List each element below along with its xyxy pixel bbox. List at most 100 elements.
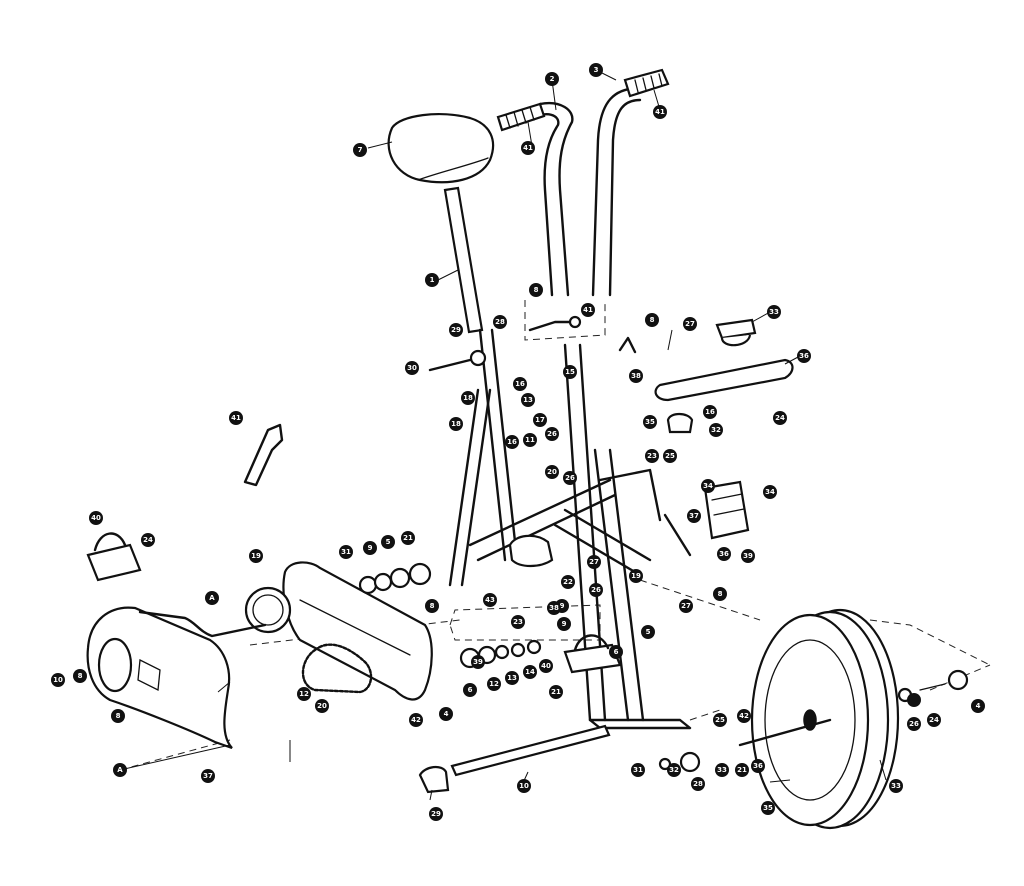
svg-text:8: 8 [116, 712, 121, 720]
svg-text:23: 23 [647, 452, 657, 460]
svg-text:31: 31 [341, 548, 351, 556]
svg-text:39: 39 [743, 552, 753, 560]
svg-text:32: 32 [711, 426, 721, 434]
callout: 35 [761, 801, 775, 815]
callout: 24 [773, 411, 787, 425]
svg-text:41: 41 [655, 108, 665, 116]
callout: 13 [505, 671, 519, 685]
svg-text:25: 25 [715, 716, 725, 724]
callout: 34 [763, 485, 777, 499]
callout: 9 [363, 541, 377, 555]
svg-text:30: 30 [407, 364, 417, 372]
callout: 33 [715, 763, 729, 777]
svg-text:22: 22 [563, 578, 573, 586]
svg-text:26: 26 [547, 430, 557, 438]
flywheel [738, 608, 900, 830]
svg-text:8: 8 [650, 316, 655, 324]
callout: 8 [425, 599, 439, 613]
callout: 12 [487, 677, 501, 691]
pedal-right [563, 634, 622, 674]
callout: 25 [713, 713, 727, 727]
svg-text:27: 27 [589, 558, 599, 566]
callout: 13 [521, 393, 535, 407]
brake-assembly [663, 480, 750, 557]
callout: 39 [741, 549, 755, 563]
callout: 28 [493, 315, 507, 329]
callout: 42 [737, 709, 751, 723]
callout: 28 [691, 777, 705, 791]
svg-text:27: 27 [685, 320, 695, 328]
callout: 27 [679, 599, 693, 613]
svg-text:26: 26 [909, 720, 919, 728]
callout: 33 [767, 305, 781, 319]
callout: 33 [889, 779, 903, 793]
callout: 41 [653, 105, 667, 119]
svg-text:24: 24 [929, 716, 939, 724]
svg-text:9: 9 [368, 544, 373, 552]
stabilizer-tube [418, 724, 611, 794]
svg-text:41: 41 [231, 414, 241, 422]
svg-text:4: 4 [444, 710, 449, 718]
callout: 5 [381, 535, 395, 549]
callout: 25 [663, 449, 677, 463]
svg-text:38: 38 [549, 604, 559, 612]
svg-text:33: 33 [891, 782, 901, 790]
callout: 15 [563, 365, 577, 379]
callout: 24 [141, 533, 155, 547]
svg-text:2: 2 [550, 75, 555, 83]
callout: 23 [511, 615, 525, 629]
callout: 3 [589, 63, 603, 77]
svg-text:38: 38 [631, 372, 641, 380]
svg-text:40: 40 [541, 662, 551, 670]
svg-text:19: 19 [631, 572, 641, 580]
svg-text:8: 8 [718, 590, 723, 598]
callout: 6 [609, 645, 623, 659]
svg-text:8: 8 [78, 672, 83, 680]
callout: 31 [631, 763, 645, 777]
callout: 8 [645, 313, 659, 327]
callout: 27 [587, 555, 601, 569]
callout: 4 [439, 707, 453, 721]
callout: 41 [581, 303, 595, 317]
callout: 16 [703, 405, 717, 419]
svg-text:20: 20 [547, 468, 557, 476]
svg-text:29: 29 [431, 810, 441, 818]
main-frame [448, 328, 692, 730]
console-housing [654, 358, 794, 434]
svg-text:1: 1 [430, 276, 435, 284]
svg-text:9: 9 [560, 602, 565, 610]
svg-text:37: 37 [689, 512, 699, 520]
svg-text:27: 27 [681, 602, 691, 610]
callout: 6 [463, 683, 477, 697]
callout: 26 [589, 583, 603, 597]
svg-text:24: 24 [143, 536, 153, 544]
callout: 19 [629, 569, 643, 583]
svg-text:A: A [117, 766, 123, 774]
svg-text:19: 19 [251, 552, 261, 560]
callout: 20 [315, 699, 329, 713]
svg-text:A: A [209, 594, 215, 602]
svg-text:10: 10 [53, 676, 63, 684]
callout: 37 [201, 769, 215, 783]
callout: 16 [513, 377, 527, 391]
callout: 8 [713, 587, 727, 601]
seat [387, 113, 495, 184]
seat-clamp-knob [428, 349, 487, 372]
callout: 21 [549, 685, 563, 699]
callout: 36 [797, 349, 811, 363]
callout: 12 [297, 687, 311, 701]
svg-text:42: 42 [411, 716, 421, 724]
svg-text:5: 5 [646, 628, 651, 636]
callout: 41 [229, 411, 243, 425]
callout: 9 [557, 617, 571, 631]
callout: 29 [429, 807, 443, 821]
callout: 40 [89, 511, 103, 525]
callout: A [113, 763, 127, 777]
callout: 10 [517, 779, 531, 793]
svg-text:17: 17 [535, 416, 545, 424]
chain [301, 643, 373, 694]
callout: 21 [735, 763, 749, 777]
svg-text:36: 36 [719, 550, 729, 558]
svg-text:36: 36 [753, 762, 763, 770]
svg-text:16: 16 [705, 408, 715, 416]
